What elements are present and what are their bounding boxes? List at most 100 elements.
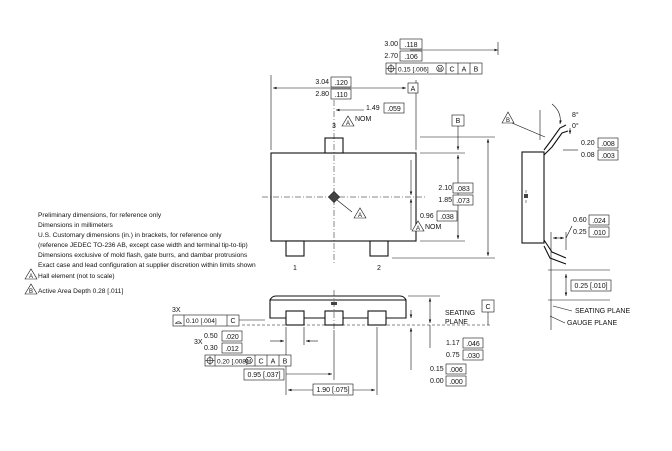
triangle-marker-label: B bbox=[29, 289, 33, 295]
hall-element-icon bbox=[327, 190, 341, 204]
lead-thk-min: 0.08 bbox=[581, 152, 595, 159]
body-width-min-in: .073 bbox=[456, 198, 470, 205]
front-view: SEATING PLANE C 1.17 .046 0.75 .030 0.15… bbox=[172, 290, 495, 396]
body-length-max-in-box bbox=[330, 76, 352, 88]
hall-element-note: Hall element (not to scale) bbox=[38, 273, 115, 280]
height-min-in: .030 bbox=[466, 353, 480, 360]
side-lead-top bbox=[543, 124, 567, 151]
fcf-tolerance: 0.20 [.008] bbox=[217, 359, 248, 366]
lead-width-max-in: .020 bbox=[225, 334, 239, 341]
side-lead-bottom bbox=[543, 239, 567, 259]
overall-width-min: 2.70 bbox=[384, 53, 398, 60]
standoff-max: 0.15 bbox=[430, 366, 444, 373]
side-hall-element-icon bbox=[524, 194, 528, 198]
body-width-max-in: .083 bbox=[456, 186, 470, 193]
triangle-marker-label: A bbox=[416, 226, 420, 232]
front-lead-2 bbox=[367, 310, 387, 326]
fcf-datum-2: A bbox=[462, 67, 467, 74]
lead-thk-min-in-box bbox=[597, 149, 619, 161]
angle-max: 8° bbox=[572, 111, 579, 119]
legend-active-area: B Active Area Depth 0.28 [.011] bbox=[24, 283, 123, 295]
overall-position-tolerance-frame: 0.15 [.006] M C A B bbox=[385, 62, 483, 75]
height-min: 0.75 bbox=[446, 352, 460, 359]
standoff-max-in-box bbox=[445, 363, 467, 375]
coplanarity-ref: C bbox=[230, 318, 235, 325]
triangle-marker-label: A bbox=[346, 121, 350, 127]
span-value: 1.90 [.075] bbox=[316, 387, 349, 394]
foot-len-max-in: .024 bbox=[592, 218, 606, 225]
standoff-max-in: .006 bbox=[449, 367, 463, 374]
height-max-in: .046 bbox=[466, 341, 480, 348]
overall-width-max-in: .118 bbox=[404, 42, 417, 49]
front-body-top bbox=[269, 295, 407, 301]
datum-a-label: A bbox=[411, 86, 416, 93]
active-area-note: Active Area Depth 0.28 [.011] bbox=[38, 288, 123, 295]
leader-line bbox=[336, 199, 353, 213]
lead-thk-max: 0.20 bbox=[581, 140, 595, 147]
fcf-tolerance: 0.15 [.006] bbox=[398, 67, 429, 74]
triangle-marker-icon bbox=[353, 207, 367, 219]
leader-line bbox=[565, 225, 573, 239]
leader-line bbox=[511, 122, 546, 138]
foot-len-max: 0.60 bbox=[573, 217, 587, 224]
note-line: Preliminary dimensions, for reference on… bbox=[38, 212, 162, 219]
triangle-marker-label: B bbox=[506, 118, 510, 124]
body-length-min-in-box bbox=[330, 88, 352, 100]
notes-block: Preliminary dimensions, for reference on… bbox=[24, 212, 256, 295]
body-length-max-in: .120 bbox=[334, 80, 348, 87]
leader-line bbox=[552, 305, 573, 312]
lead-thk-max-in: .008 bbox=[601, 141, 615, 148]
triangle-marker-icon bbox=[501, 111, 515, 124]
coplanarity-frame: 0.10 [.004] C bbox=[172, 314, 240, 327]
triangle-marker-icon bbox=[341, 115, 355, 127]
overall-width-max-in-box bbox=[399, 38, 423, 50]
lead-width-max-in-box bbox=[221, 330, 243, 342]
leader-line bbox=[549, 315, 566, 324]
legend-hall-element: A Hall element (not to scale) bbox=[24, 268, 115, 280]
standoff-min-in-box bbox=[445, 375, 467, 387]
body-width-max-in-box bbox=[452, 182, 474, 194]
fcf-datum-1: C bbox=[258, 359, 263, 366]
height-min-in-box bbox=[462, 349, 484, 361]
body-width-max: 2.10 bbox=[438, 185, 452, 192]
side-view: B 8° 0° 0.20 .008 0.08 .003 0.60 .024 0.… bbox=[501, 103, 630, 330]
body-width-min: 1.85 bbox=[438, 197, 452, 204]
mmc-icon bbox=[245, 356, 253, 365]
note-line: U.S. Customary dimensions (in.) in brack… bbox=[38, 232, 222, 239]
lead-count: 3X bbox=[194, 339, 203, 346]
side-lead-bottom-inner bbox=[543, 245, 567, 265]
pin-2-label: 2 bbox=[377, 265, 381, 272]
standoff-min-in: .000 bbox=[449, 379, 463, 386]
triangle-marker-icon bbox=[24, 283, 38, 295]
datum-c-label: C bbox=[485, 304, 490, 311]
lead-pin-2 bbox=[369, 240, 389, 257]
triangle-marker-label: A bbox=[29, 274, 33, 280]
foot-len-min: 0.25 bbox=[573, 229, 587, 236]
seating-plane-label: SEATING PLANE bbox=[575, 308, 630, 315]
pitch-box bbox=[243, 368, 285, 381]
nom-label: NOM bbox=[355, 116, 372, 123]
angle-min: 0° bbox=[572, 122, 579, 130]
gauge-dim: 0.25 [.010] bbox=[574, 283, 607, 290]
seating-label-2: PLANE bbox=[445, 319, 468, 326]
angle-arc bbox=[551, 103, 562, 125]
overall-width-min-in: .106 bbox=[404, 54, 418, 61]
gauge-plane-label: GAUGE PLANE bbox=[567, 320, 618, 327]
note-line: Dimensions exclusive of mold flash, gate… bbox=[38, 252, 248, 259]
body-length-min-in: .110 bbox=[334, 92, 347, 99]
standoff-min: 0.00 bbox=[430, 378, 444, 385]
mmc-icon bbox=[436, 64, 444, 73]
pitch-value: 0.95 [.037] bbox=[247, 372, 280, 379]
lead-width-min-in: .012 bbox=[225, 346, 239, 353]
triangle-marker-icon bbox=[411, 220, 425, 232]
top-view: 3 1 2 A 3.00 .118 2.70 .106 0.15 bbox=[262, 38, 499, 272]
offset-y-in-box bbox=[436, 210, 458, 222]
body-width-min-in-box bbox=[452, 194, 474, 206]
fcf-datum-3: B bbox=[474, 67, 479, 74]
front-hall-element-icon bbox=[331, 302, 337, 305]
lead-pin-1 bbox=[285, 240, 305, 257]
offset-x-value: 1.49 bbox=[366, 105, 380, 112]
lead-thk-max-in-box bbox=[597, 137, 619, 149]
triangle-marker-icon bbox=[24, 268, 38, 280]
